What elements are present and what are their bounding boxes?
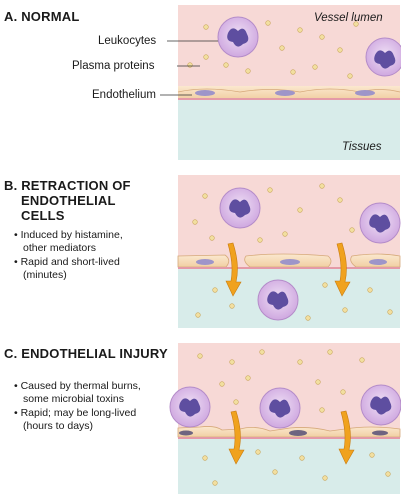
panel-a-tissue (178, 98, 400, 160)
panel-b-vessel (177, 175, 401, 328)
panel-c-bullets: • Caused by thermal burns, some microbia… (14, 380, 141, 432)
bullet-line: • Rapid and short-lived (14, 256, 120, 268)
bullet-line: other mediators (23, 241, 96, 254)
bullet-line: • Induced by histamine, (14, 229, 123, 241)
bullet-line: some microbial toxins (23, 392, 124, 405)
bullet-line: • Rapid; may be long-lived (14, 407, 137, 419)
leukocyte (169, 386, 211, 428)
panel-b-title: B. RETRACTION OF ENDOTHELIAL CELLS (4, 178, 131, 223)
leukocyte (360, 384, 401, 426)
bullet-line: (minutes) (23, 268, 67, 281)
endothelial-nucleus (275, 90, 295, 96)
bullet-line: • Caused by thermal burns, (14, 380, 141, 392)
leukocyte (365, 37, 401, 77)
tissues-label: Tissues (342, 141, 382, 153)
panel-a-title: A. NORMAL (4, 9, 80, 24)
leakage-arrow (338, 410, 355, 465)
panel-a-vessel (160, 5, 401, 160)
leukocyte (217, 16, 259, 58)
panel-c-vessel (169, 343, 401, 494)
endothelial-nucleus (355, 90, 375, 96)
panel-c-tissue (178, 437, 400, 494)
leakage-arrow (334, 242, 351, 297)
plasma-proteins (192, 183, 393, 321)
panel-b-title-line: B. RETRACTION OF (4, 178, 131, 193)
panel-b-title-line: CELLS (21, 208, 65, 223)
plasma-proteins (197, 349, 391, 486)
leukocyte-emigrated (257, 279, 299, 321)
leukocyte (359, 202, 401, 244)
panel-c-title: C. ENDOTHELIAL INJURY (4, 346, 168, 361)
plasma-proteins (187, 20, 359, 79)
leukocyte (219, 187, 261, 229)
leukocyte (259, 387, 301, 429)
panel-b-title-line: ENDOTHELIAL (21, 193, 116, 208)
endothelial-nucleus (195, 90, 215, 96)
bullet-line: (hours to days) (23, 419, 94, 432)
panel-c-endothelium (177, 426, 401, 438)
panel-b-bullets: • Induced by histamine, other mediators … (14, 229, 123, 281)
leakage-arrow (228, 410, 245, 465)
leakage-arrow (225, 242, 242, 297)
vessel-lumen-label: Vessel lumen (314, 12, 383, 24)
endothelium-label: Endothelium (92, 89, 156, 101)
leukocytes-label: Leukocytes (98, 35, 157, 47)
plasma-proteins-label: Plasma proteins (72, 60, 155, 72)
